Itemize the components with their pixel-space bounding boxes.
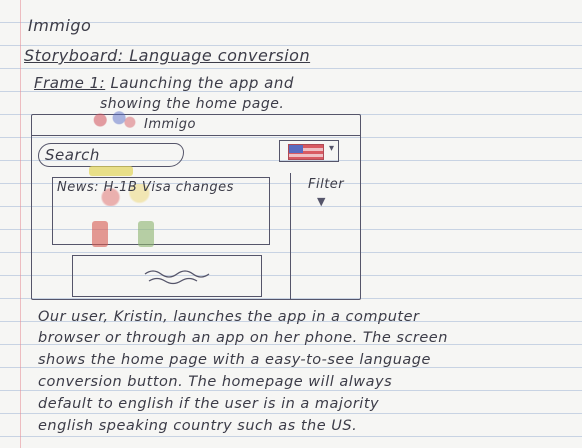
description-line: Our user, Kristin, launches the app in a… [38, 309, 420, 325]
description-line: conversion button. The homepage will alw… [38, 374, 393, 390]
news-card[interactable]: News: H-1B Visa changes [52, 166, 270, 245]
sidebar-divider [290, 173, 291, 299]
app-logo-icon [84, 109, 138, 131]
sketched-browser-window: Immigo Search ▾ Filter ▼ News: H-1B Visa… [31, 109, 361, 300]
highlight-scribble [89, 166, 133, 176]
description-line: default to english if the user is in a m… [38, 396, 380, 412]
app-name: Immigo [144, 117, 196, 132]
filter-dropdown-icon[interactable]: ▼ [317, 195, 326, 208]
squiggle-text-placeholder [144, 270, 210, 285]
description-line: shows the home page with a easy-to-see l… [38, 352, 431, 368]
filter-label[interactable]: Filter [308, 177, 345, 192]
content-card[interactable] [72, 255, 262, 297]
description-line: english speaking country such as the US. [38, 418, 358, 434]
storyboard-heading: Storyboard: Language conversion [24, 46, 311, 65]
chevron-down-icon: ▾ [328, 143, 334, 154]
frame-caption-line1: Launching the app and [110, 74, 294, 92]
page-title: Immigo [28, 16, 92, 35]
language-conversion-button[interactable]: ▾ [279, 140, 339, 162]
browser-title-bar: Immigo [32, 109, 360, 136]
frame-caption-line2: showing the home page. [100, 96, 285, 112]
us-flag-icon [288, 144, 324, 160]
color-scribble [89, 184, 161, 206]
frame-caption: Frame 1: Launching the app and [34, 74, 294, 92]
search-input[interactable]: Search [38, 143, 184, 167]
person-figure-icon [138, 221, 154, 247]
description-line: browser or through an app on her phone. … [38, 330, 448, 346]
frame-label: Frame 1: [34, 74, 106, 92]
news-title: News: H-1B Visa changes [57, 180, 234, 195]
person-figure-icon [92, 221, 108, 247]
